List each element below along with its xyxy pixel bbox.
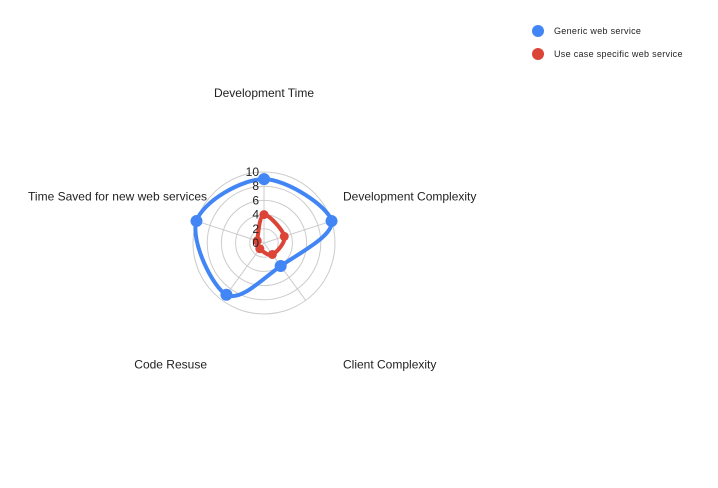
- tick-label-8: 8: [252, 179, 259, 193]
- series-0-point-2[interactable]: [274, 259, 287, 272]
- radar-series: [190, 173, 338, 301]
- axis-label-3: Code Resuse: [134, 357, 207, 371]
- series-1-point-4[interactable]: [252, 236, 262, 246]
- tick-label-10: 10: [246, 165, 260, 179]
- legend-item-generic[interactable]: Generic web service: [532, 23, 683, 39]
- tick-label-2: 2: [252, 222, 259, 236]
- series-1-point-1[interactable]: [279, 231, 289, 241]
- legend-swatch-specific: [532, 48, 544, 60]
- series-0-point-4[interactable]: [190, 215, 203, 228]
- legend-item-specific[interactable]: Use case specific web service: [532, 46, 683, 62]
- tick-label-4: 4: [252, 208, 259, 222]
- legend: Generic web service Use case specific we…: [532, 23, 683, 69]
- series-1-point-0[interactable]: [259, 210, 269, 220]
- legend-swatch-generic: [532, 25, 544, 37]
- series-0-point-1[interactable]: [325, 215, 338, 228]
- tick-label-0: 0: [252, 236, 259, 250]
- legend-label-specific: Use case specific web service: [554, 49, 683, 59]
- series-line-0: [193, 177, 334, 299]
- axis-label-1: Development Complexity: [343, 190, 476, 204]
- series-0-point-0[interactable]: [258, 173, 270, 186]
- spoke-4: [196, 220, 265, 244]
- series-0-point-3[interactable]: [220, 288, 233, 301]
- axis-label-0: Development Time: [214, 86, 314, 100]
- tick-label-6: 6: [252, 193, 259, 207]
- series-1-point-3[interactable]: [255, 244, 265, 254]
- axis-label-2: Client Complexity: [343, 357, 436, 371]
- axis-label-4: Time Saved for new web services: [28, 190, 207, 204]
- legend-label-generic: Generic web service: [554, 26, 642, 36]
- spoke-1: [263, 220, 332, 244]
- series-1-point-2[interactable]: [267, 249, 277, 259]
